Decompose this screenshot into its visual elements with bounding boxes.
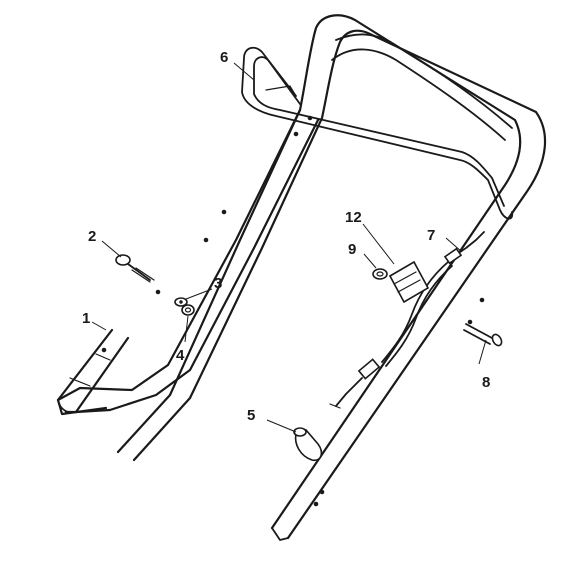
part-label-12: 12 <box>345 209 362 226</box>
part-8-bolt <box>463 323 503 347</box>
part-2-eye-bolt <box>115 254 155 283</box>
part-6-bail-bar <box>241 46 514 220</box>
lower-handle <box>56 108 320 416</box>
part-5-cable-clip <box>293 427 323 462</box>
part-label-3: 3 <box>214 275 222 292</box>
part-12-cable-clamp <box>388 260 430 304</box>
part-label-4: 4 <box>176 347 185 364</box>
part-label-5: 5 <box>247 407 255 424</box>
part-label-8: 8 <box>482 374 490 391</box>
part-label-9: 9 <box>348 241 356 258</box>
part-4-nut <box>181 304 195 316</box>
part-label-1: 1 <box>82 310 90 327</box>
leader-lines <box>91 62 487 433</box>
part-label-7: 7 <box>427 227 435 244</box>
part-label-6: 6 <box>220 49 228 66</box>
upper-handle <box>116 14 547 541</box>
part-labels: 1 2 3 4 5 6 7 8 9 12 <box>82 49 490 424</box>
part-7-cable <box>329 231 485 409</box>
part-3-washer <box>174 297 188 307</box>
part-9-nut <box>372 268 388 280</box>
part-label-2: 2 <box>88 228 96 245</box>
